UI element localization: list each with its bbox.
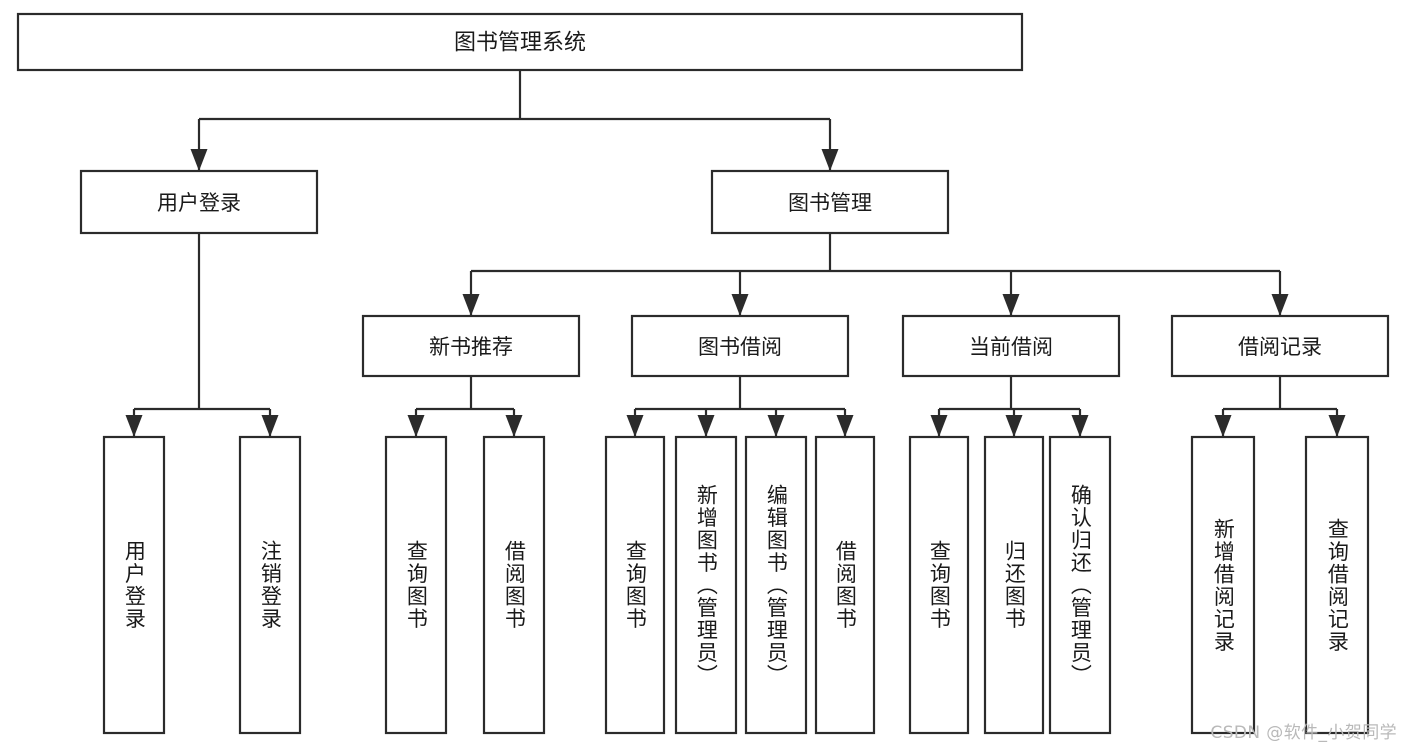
node-leaf-11[interactable] [1190,435,1256,735]
node-level2-label-0: 用户登录 [157,191,241,215]
node-leaf-5[interactable] [674,435,738,735]
node-level2-label-1: 图书管理 [788,191,872,215]
node-leaf-4[interactable] [604,435,666,735]
arrow-icon [767,415,785,437]
node-leaf-2[interactable] [384,435,448,735]
arrow-icon [462,294,480,316]
arrow-icon [930,415,948,437]
arrow-icon [626,415,644,437]
node-level2-0[interactable] [79,169,319,235]
arrow-icon [1214,415,1232,437]
arrow-icon [697,415,715,437]
arrow-icon [1271,294,1289,316]
arrow-icon [190,149,208,171]
node-level3-label-1: 图书借阅 [698,335,782,359]
node-level2-1[interactable] [710,169,950,235]
arrow-icon [731,294,749,316]
arrow-icon [505,415,523,437]
arrow-icon [407,415,425,437]
node-leaf-12[interactable] [1304,435,1370,735]
node-leaf-1[interactable] [238,435,302,735]
arrow-icon [1005,415,1023,437]
arrow-icon [836,415,854,437]
arrow-icon [1328,415,1346,437]
node-leaf-7[interactable] [814,435,876,735]
node-leaf-0[interactable] [102,435,166,735]
arrow-icon [261,415,279,437]
node-level3-1[interactable] [630,314,850,378]
node-level3-2[interactable] [901,314,1121,378]
node-level3-3[interactable] [1170,314,1390,378]
node-root[interactable] [16,12,1024,72]
node-leaf-6[interactable] [744,435,808,735]
arrow-icon [1071,415,1089,437]
arrow-icon [1002,294,1020,316]
node-root-label: 图书管理系统 [454,31,586,56]
node-level3-label-3: 借阅记录 [1238,335,1322,359]
watermark: CSDN @软件_小贺同学 [1210,723,1397,743]
node-leaf-8[interactable] [908,435,970,735]
node-level3-label-2: 当前借阅 [969,335,1053,359]
node-level3-0[interactable] [361,314,581,378]
node-leaf-10[interactable] [1048,435,1112,735]
arrow-icon [125,415,143,437]
boxes-layer [16,12,1390,735]
arrow-icon [821,149,839,171]
connectors-layer [125,70,1346,437]
node-leaf-3[interactable] [482,435,546,735]
node-leaf-9[interactable] [983,435,1045,735]
node-level3-label-0: 新书推荐 [429,335,513,359]
